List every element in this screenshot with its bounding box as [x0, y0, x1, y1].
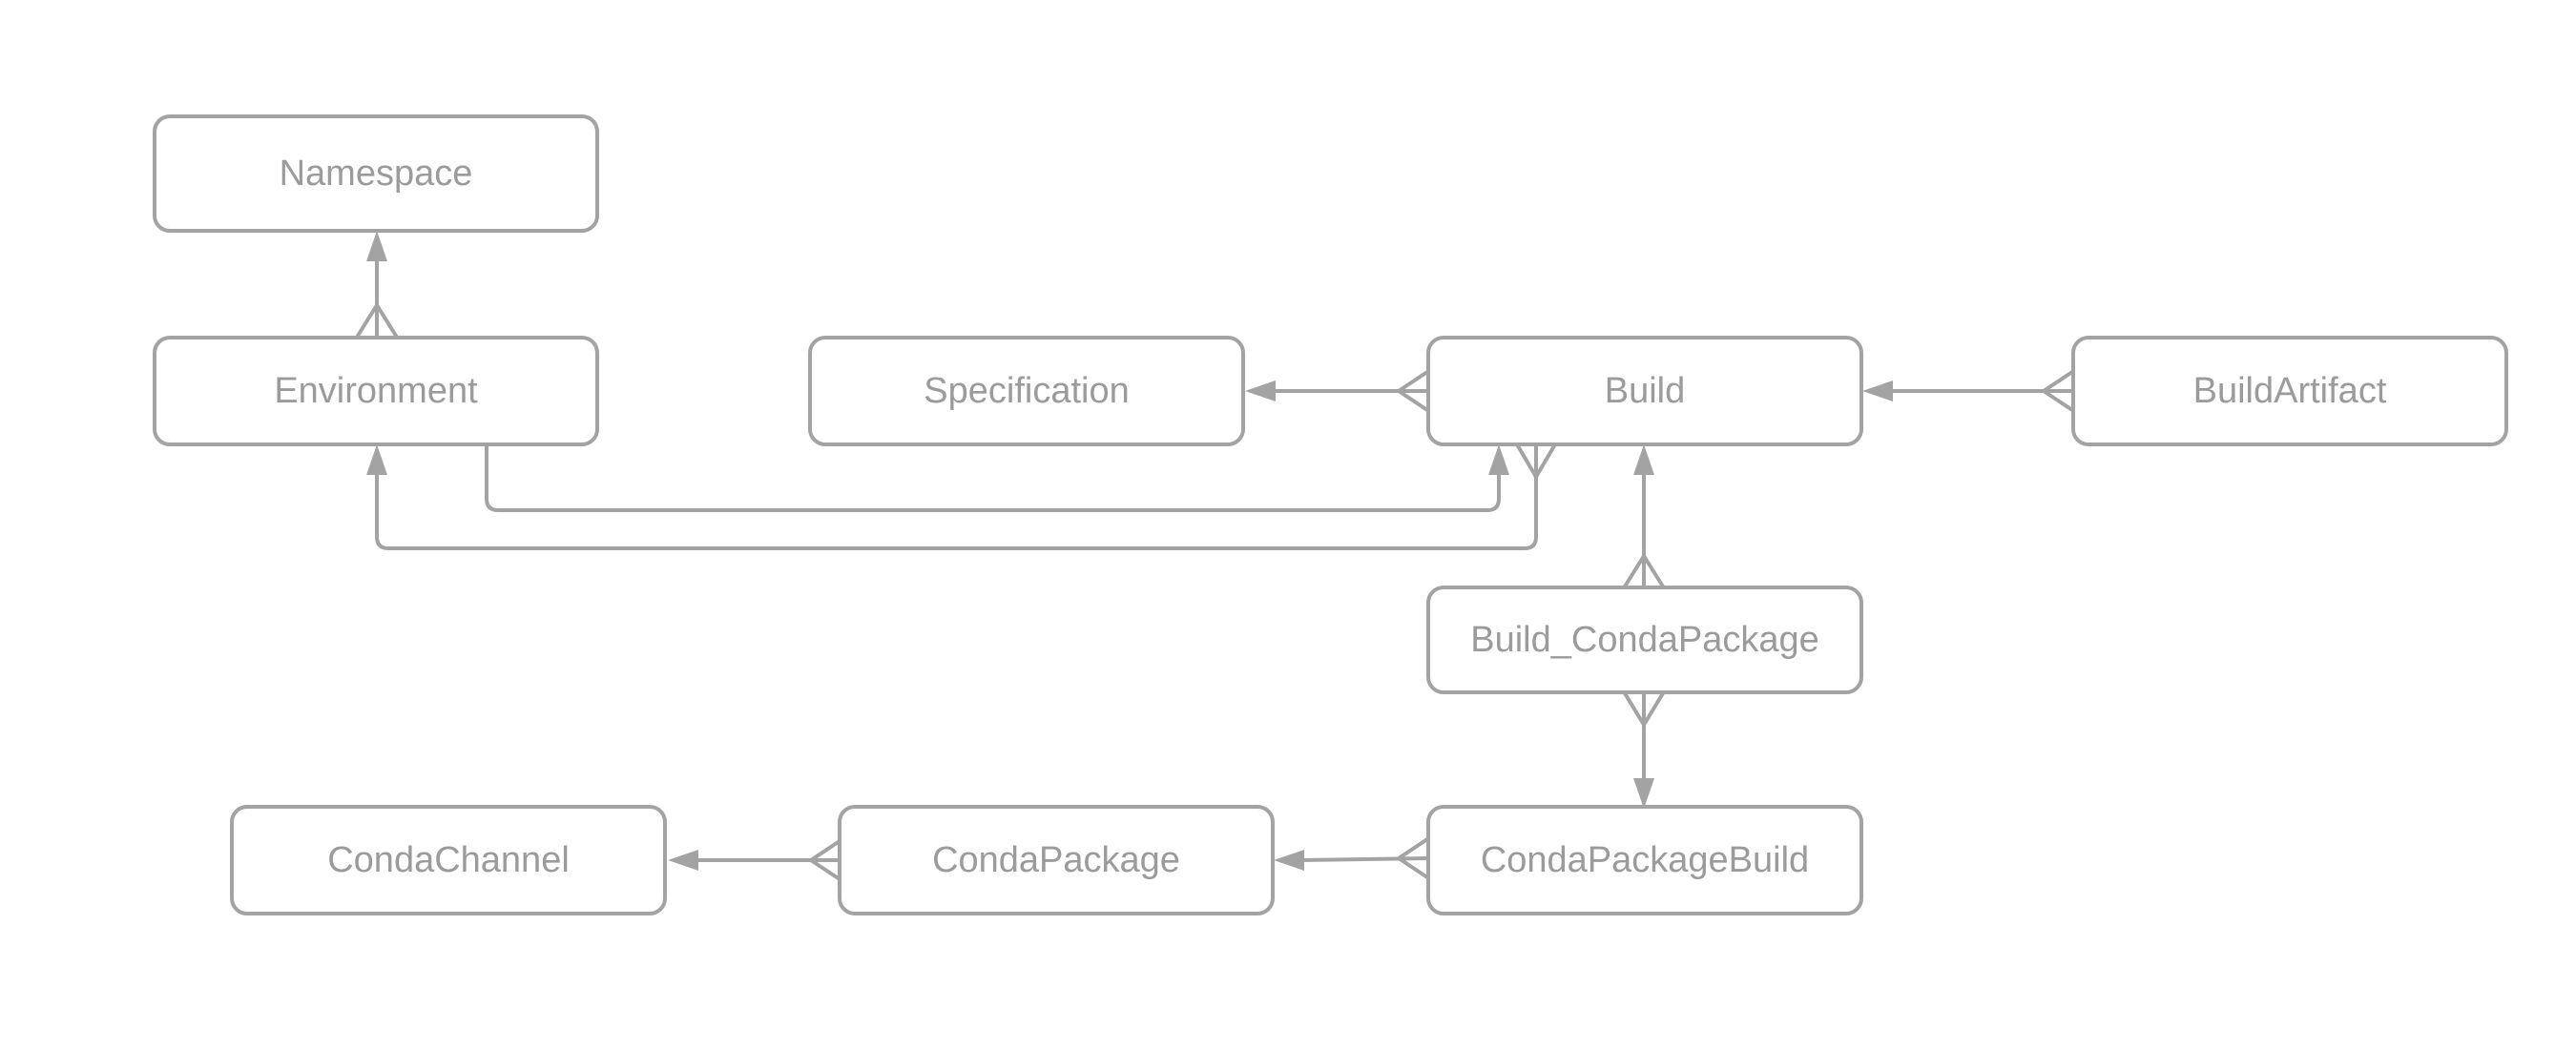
crow-foot-buildartifact-left	[2042, 370, 2074, 412]
rel-build-environment	[375, 442, 1538, 550]
arrow-head-build-bottom-center	[1633, 444, 1654, 475]
crow-foot-buildcondapackage-top	[1623, 554, 1665, 588]
crow-foot-condapackage-left	[809, 839, 841, 881]
entity-label-specification: Specification	[924, 371, 1129, 411]
entity-label-condapackage: CondaPackage	[932, 840, 1180, 880]
arrow-head-namespace	[366, 231, 387, 261]
entity-label-namespace: Namespace	[280, 154, 473, 194]
arrow-head-build-right	[1862, 381, 1893, 401]
entity-condapackage: CondaPackage	[838, 805, 1275, 915]
entity-condapackagebuild: CondaPackageBuild	[1426, 805, 1863, 915]
arrow-head-specification	[1245, 381, 1276, 401]
entity-label-build-condapackage: Build_CondaPackage	[1470, 620, 1819, 660]
entity-label-build: Build	[1605, 371, 1686, 411]
arrow-head-condapackage-right	[1274, 850, 1304, 871]
entity-label-environment: Environment	[274, 371, 478, 411]
entity-label-buildartifact: BuildArtifact	[2193, 371, 2387, 411]
entity-specification: Specification	[808, 336, 1245, 446]
crow-foot-buildcondapackage-bottom	[1623, 691, 1665, 727]
entity-condachannel: CondaChannel	[230, 805, 667, 915]
entity-namespace: Namespace	[153, 114, 599, 233]
entity-buildartifact: BuildArtifact	[2071, 336, 2508, 446]
rel-environment-build	[485, 442, 1501, 512]
entity-build: Build	[1426, 336, 1863, 446]
entity-environment: Environment	[153, 336, 599, 446]
crow-foot-condapackagebuild-left	[1397, 837, 1429, 879]
crow-foot-build-left	[1397, 370, 1429, 412]
crow-foot-build-bottom	[1515, 442, 1557, 479]
entity-label-condapackagebuild: CondaPackageBuild	[1481, 840, 1809, 880]
arrow-head-environment-bottom	[366, 444, 387, 475]
arrow-head-condachannel-right	[668, 850, 698, 871]
crow-foot-environment-top	[356, 303, 398, 338]
entity-label-condachannel: CondaChannel	[327, 840, 570, 880]
rel-condapackagebuild-condapackage	[1298, 856, 1429, 862]
relationship-lines	[356, 231, 2074, 881]
arrow-head-condapackagebuild-top	[1633, 778, 1654, 809]
arrow-head-build-bottom-left	[1488, 444, 1509, 475]
entity-build-condapackage: Build_CondaPackage	[1426, 586, 1863, 694]
